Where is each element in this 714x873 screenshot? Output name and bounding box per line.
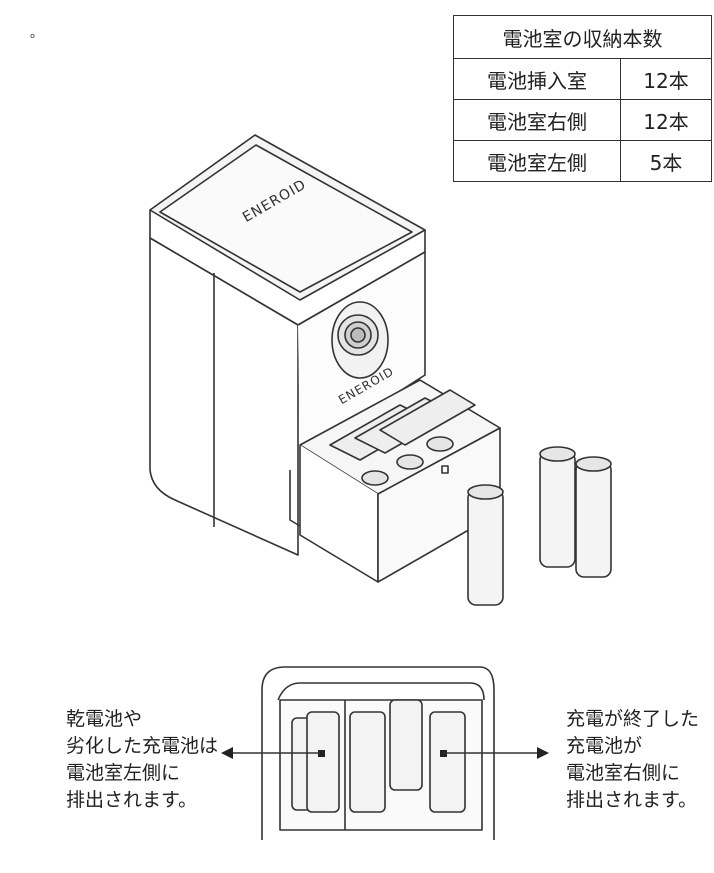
right-callout-line: 排出されます。 — [566, 789, 698, 811]
battery-capacity-table: 電池室の収納本数 電池挿入室 12本 電池室右側 12本 電池室左側 5本 — [453, 15, 712, 182]
right-arrow — [444, 747, 549, 759]
table-row: 電池室左側 5本 — [453, 140, 712, 182]
device-body — [149, 134, 501, 583]
left-callout-line: 劣化した充電池は — [66, 735, 219, 757]
left-arrow — [221, 747, 320, 759]
row-value: 12本 — [620, 58, 712, 100]
right-callout-line: 電池室右側に — [566, 762, 681, 784]
row-label: 電池挿入室 — [453, 58, 621, 100]
row-value: 12本 — [620, 99, 712, 141]
compartment-cross-section — [261, 666, 495, 840]
loose-batteries — [467, 446, 612, 606]
row-value: 5本 — [620, 140, 712, 182]
table-row: 電池挿入室 12本 — [453, 58, 712, 100]
left-callout-line: 排出されます。 — [66, 789, 198, 811]
right-callout-line: 充電池が — [566, 735, 643, 757]
left-callout: 乾電池や 劣化した充電池は 電池室左側に 排出されます。 — [66, 706, 218, 814]
stray-mark: 。 — [30, 26, 44, 41]
table-header: 電池室の収納本数 — [453, 15, 712, 59]
left-callout-line: 乾電池や — [66, 708, 143, 730]
left-callout-line: 電池室左側に — [66, 762, 181, 784]
right-callout-line: 充電が終了した — [566, 708, 700, 730]
right-callout: 充電が終了した 充電池が 電池室右側に 排出されます。 — [566, 706, 699, 814]
